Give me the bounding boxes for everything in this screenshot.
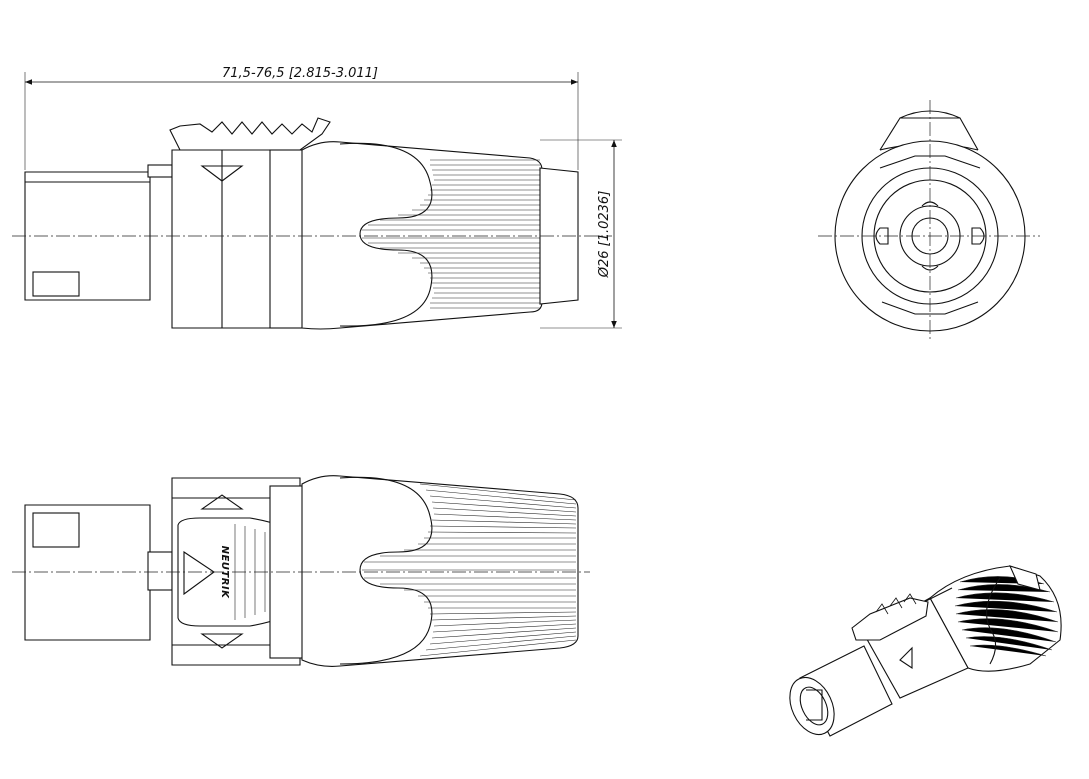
side-view-bottom: NEUTRIK [12, 475, 590, 667]
side-view-top: 71,5-76,5 [2.815-3.011] Ø26 [1.0236] [12, 66, 622, 330]
sleeve-arrow-icon [200, 494, 244, 510]
locking-slot [32, 512, 80, 548]
sleeve-arrow-icon [200, 633, 244, 649]
isometric-view [789, 565, 1062, 737]
grip-ribs [362, 483, 577, 657]
iso-plug-face [789, 676, 835, 736]
grip-ribs [362, 159, 540, 309]
latch-release [169, 117, 331, 151]
grip-body [301, 475, 579, 667]
locking-slot [32, 271, 80, 297]
front-view [818, 100, 1040, 340]
length-dimension-label: 71,5-76,5 [2.815-3.011] [222, 66, 378, 81]
latch-arrow-icon [183, 550, 215, 596]
iso-arrow-icon [899, 646, 913, 670]
sleeve-arrow-icon [200, 165, 244, 182]
brand-logo-text: NEUTRIK [219, 546, 230, 600]
diameter-dimension-label: Ø26 [1.0236] [597, 191, 612, 279]
